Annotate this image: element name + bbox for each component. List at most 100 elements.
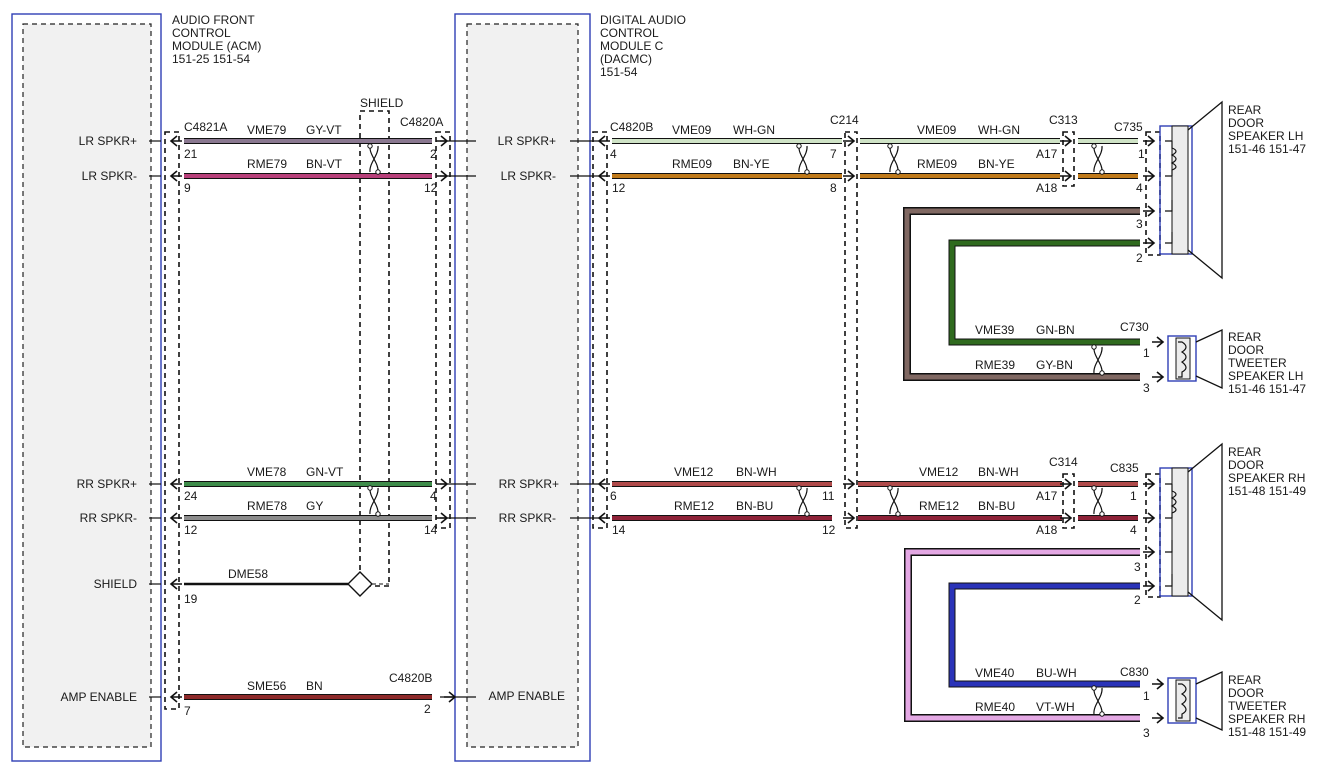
svg-text:TWEETER: TWEETER [1228,356,1287,370]
svg-text:REAR: REAR [1228,103,1262,117]
svg-text:GY: GY [306,499,323,513]
wire-dme58 [184,571,389,597]
svg-text:12: 12 [424,181,438,195]
svg-text:BU-WH: BU-WH [1036,666,1077,680]
connector-c4821a: C4821A [184,120,227,134]
svg-text:RME78: RME78 [247,499,287,513]
svg-text:SPEAKER LH: SPEAKER LH [1228,129,1303,143]
svg-text:2: 2 [1134,593,1141,607]
svg-text:A18: A18 [1036,181,1058,195]
svg-text:VME12: VME12 [674,465,714,479]
svg-text:MODULE (ACM): MODULE (ACM) [172,39,261,53]
svg-text:SPEAKER LH: SPEAKER LH [1228,369,1303,383]
svg-text:4: 4 [610,147,617,161]
svg-text:7: 7 [184,704,191,718]
svg-text:BN-BU: BN-BU [736,499,773,513]
svg-text:SPEAKER RH: SPEAKER RH [1228,471,1305,485]
speaker-label-tweeter-rh: REAR DOOR TWEETER SPEAKER RH 151-48 151-… [1228,673,1306,739]
svg-text:RME09: RME09 [917,157,957,171]
acm-pin-rr-spkr-plus: RR SPKR+ [77,477,137,491]
left-wire-labels: C4821A C4820A VME79 GY-VT 21 2 RME79 BN-… [184,115,443,718]
svg-text:RME39: RME39 [975,358,1015,372]
acm-sockets [170,135,183,703]
tweeter-wire-labels: 3 2 C730 VME39 GN-BN 1 RME39 GY-BN 3 3 2… [975,217,1150,740]
connector-c4820a: C4820A [400,115,443,129]
right-wire-labels: C313 C735 VME09 WH-GN A17 1 RME09 BN-YE … [917,113,1145,537]
svg-text:4: 4 [1136,181,1143,195]
svg-text:GN-BN: GN-BN [1036,323,1075,337]
dacmc-out-sockets [598,135,611,524]
svg-text:TWEETER: TWEETER [1228,699,1287,713]
svg-text:2: 2 [1136,251,1143,265]
mid-wire-labels: C4820B C214 VME09 WH-GN 4 7 RME09 BN-YE … [610,113,859,537]
svg-text:REAR: REAR [1228,330,1262,344]
svg-text:3: 3 [1136,217,1143,231]
svg-text:REAR: REAR [1228,673,1262,687]
svg-text:RME40: RME40 [975,700,1015,714]
speaker-label-rh: REAR DOOR SPEAKER RH 151-48 151-49 [1228,445,1306,498]
dacmc-module [454,13,591,762]
svg-text:SME56: SME56 [247,679,287,693]
svg-text:BN-VT: BN-VT [306,157,343,171]
svg-text:VME79: VME79 [247,123,287,137]
wire-rme39 [903,207,1140,381]
connector-c835: C835 [1110,461,1139,475]
svg-text:2: 2 [424,702,431,716]
connector-c314: C314 [1049,455,1078,469]
shield-label: SHIELD [360,96,404,110]
dacmc-pin-labels: LR SPKR+ LR SPKR- RR SPKR+ RR SPKR- AMP … [489,134,565,703]
acm-pin-labels: LR SPKR+ LR SPKR- RR SPKR+ RR SPKR- SHIE… [61,134,138,704]
svg-text:3: 3 [1143,381,1150,395]
svg-text:DOOR: DOOR [1228,686,1264,700]
svg-text:4: 4 [1130,523,1137,537]
connector-outlines [164,110,1161,710]
svg-text:SPEAKER RH: SPEAKER RH [1228,712,1305,726]
svg-text:24: 24 [184,489,198,503]
connector-c730: C730 [1120,320,1149,334]
svg-text:(DACMC): (DACMC) [600,52,652,66]
svg-text:BN-YE: BN-YE [733,157,770,171]
c214-sockets [842,135,855,524]
wire-vme40 [948,582,1140,688]
svg-text:21: 21 [184,147,198,161]
svg-text:14: 14 [612,523,626,537]
svg-text:8: 8 [830,181,837,195]
wire-vme39 [948,239,1140,346]
connector-c313: C313 [1049,113,1078,127]
svg-text:GN-VT: GN-VT [306,465,344,479]
svg-text:A17: A17 [1036,147,1058,161]
svg-text:1: 1 [1138,147,1145,161]
svg-text:VME09: VME09 [672,123,712,137]
svg-text:A17: A17 [1036,489,1058,503]
svg-text:BN-YE: BN-YE [978,157,1015,171]
acm-pin-shield: SHIELD [94,577,138,591]
svg-text:VT-WH: VT-WH [1036,700,1075,714]
svg-text:4: 4 [430,489,437,503]
svg-text:151-48 151-49: 151-48 151-49 [1228,725,1306,739]
acm-pin-amp-enable: AMP ENABLE [61,690,137,704]
svg-text:CONTROL: CONTROL [172,26,231,40]
svg-text:VME40: VME40 [975,666,1015,680]
svg-text:REAR: REAR [1228,445,1262,459]
dacmc-pin-rr-spkr-plus: RR SPKR+ [499,477,559,491]
acm-pin-lr-spkr-minus: LR SPKR- [82,169,137,183]
svg-text:BN-WH: BN-WH [978,465,1019,479]
dacmc-in-sockets [435,135,456,703]
svg-text:151-54: 151-54 [600,65,638,79]
acm-pin-rr-spkr-minus: RR SPKR- [80,511,137,525]
svg-text:BN-WH: BN-WH [736,465,777,479]
svg-text:GY-VT: GY-VT [306,123,342,137]
dacmc-pin-amp-enable: AMP ENABLE [489,689,565,703]
svg-text:WH-GN: WH-GN [733,123,775,137]
svg-text:151-25 151-54: 151-25 151-54 [172,52,250,66]
svg-text:DOOR: DOOR [1228,343,1264,357]
rear-door-speaker-lh [1159,100,1223,280]
svg-text:RME12: RME12 [674,499,714,513]
dacmc-pin-rr-spkr-minus: RR SPKR- [499,511,556,525]
svg-text:RME79: RME79 [247,157,287,171]
svg-text:BN: BN [306,679,323,693]
connector-c4820b-bottom: C4820B [389,671,432,685]
acm-pin-lr-spkr-plus: LR SPKR+ [79,134,137,148]
svg-text:19: 19 [184,592,198,606]
